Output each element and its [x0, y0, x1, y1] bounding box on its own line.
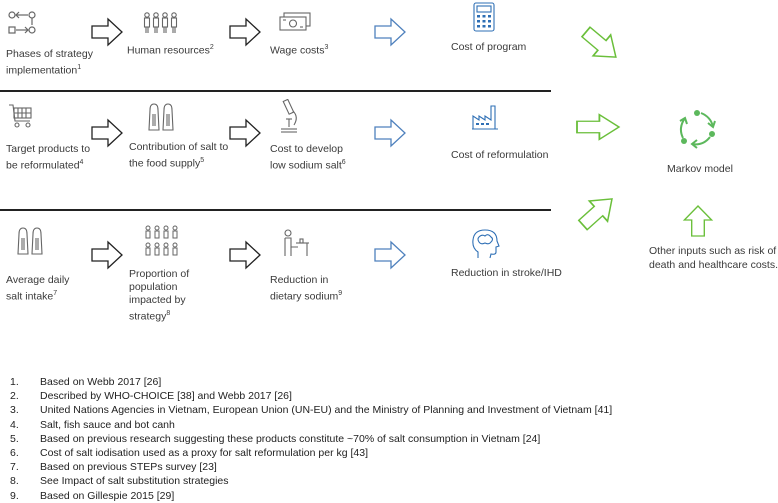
arrow-r3-a — [91, 241, 123, 269]
arrow-r2-a — [91, 119, 123, 147]
calculator-icon — [473, 2, 495, 32]
node-cost-low-sodium-salt: Cost to develop low sodium salt6 — [270, 143, 346, 172]
microscope-icon — [281, 99, 297, 133]
arrow-r3-blue — [374, 241, 406, 269]
node-wage-costs: Wage costs3 — [270, 44, 329, 57]
cycle-arrows-icon — [679, 110, 716, 149]
node-phases-of-strategy: Phases of strategy implementation1 — [6, 48, 93, 77]
person-at-table-icon — [284, 229, 309, 256]
outcome-cost-of-program: Cost of program — [451, 41, 527, 53]
node-reduction-in-dietary-sodium: Reduction in dietary sodium9 — [270, 274, 343, 303]
arrow-r2-b — [229, 119, 261, 147]
arrow-r3-b — [229, 241, 261, 269]
arrow-r1-blue — [374, 18, 406, 46]
row-divider-1 — [0, 90, 551, 92]
outcome-reduction-in-stroke: Reduction in stroke/IHD — [451, 267, 562, 279]
node-target-products: Target products to be reformulated4 — [6, 143, 91, 172]
arrow-green-down — [576, 20, 626, 69]
money-icon — [279, 12, 311, 31]
up-arrow-icon — [683, 205, 713, 237]
factory-icon — [472, 105, 498, 130]
node-proportion-of-population: Proportion of population impacted by str… — [129, 268, 190, 323]
node-human-resources: Human resources2 — [127, 44, 214, 57]
node-average-daily-salt-intake: Average daily salt intake7 — [6, 274, 70, 303]
shopping-cart-icon — [9, 104, 32, 128]
salt-shakers-icon — [148, 103, 174, 131]
node-contribution-of-salt: Contribution of salt to the food supply5 — [129, 141, 229, 170]
other-inputs-label: Other inputs such as risk of death and h… — [649, 245, 778, 271]
brain-head-icon — [472, 229, 500, 259]
arrow-r2-blue — [374, 119, 406, 147]
salt-shakers-icon — [17, 227, 43, 255]
outcome-cost-of-reformulation: Cost of reformulation — [451, 149, 549, 161]
flow-arrows — [91, 18, 713, 269]
arrow-green-right — [576, 113, 620, 141]
arrow-r1-a — [91, 18, 123, 46]
people-group-icon — [143, 12, 178, 33]
flowchart-icon — [8, 11, 36, 34]
arrow-r1-b — [229, 18, 261, 46]
crowd-icon — [145, 225, 178, 256]
markov-model-label: Markov model — [667, 163, 733, 175]
row-divider-2 — [0, 209, 551, 211]
arrow-green-up — [573, 187, 622, 236]
